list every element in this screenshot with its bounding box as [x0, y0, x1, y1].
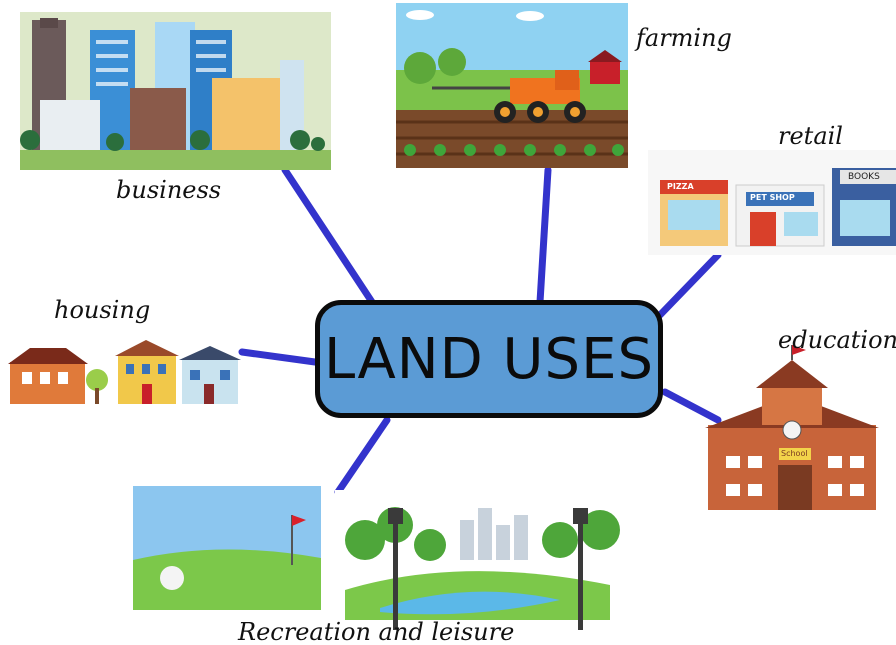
label-recreation: Recreation and leisure [238, 618, 515, 645]
label-housing: housing [54, 296, 151, 324]
connector-retail [656, 251, 722, 319]
connector-business [281, 166, 376, 306]
label-education: education [778, 326, 896, 354]
label-business: business [116, 176, 222, 204]
connectors [238, 166, 722, 496]
central-node: LAND USES [315, 300, 663, 418]
recreation-picture [133, 486, 620, 630]
pizza-sign: PIZZA [667, 182, 694, 191]
school-sign: School [781, 449, 808, 458]
farming-picture [396, 3, 628, 168]
label-farming: farming [636, 24, 732, 52]
retail-picture [648, 150, 896, 255]
connector-recreation [334, 416, 391, 496]
label-retail: retail [778, 122, 843, 150]
education-picture [705, 345, 879, 510]
connector-housing [238, 348, 319, 366]
housing-picture [8, 340, 241, 404]
business-picture [20, 12, 331, 170]
books-sign: BOOKS [848, 172, 880, 182]
connector-farming [536, 166, 552, 306]
connector-education [661, 388, 722, 424]
pet-shop-sign: PET SHOP [750, 193, 795, 202]
central-title: LAND USES [323, 326, 655, 392]
